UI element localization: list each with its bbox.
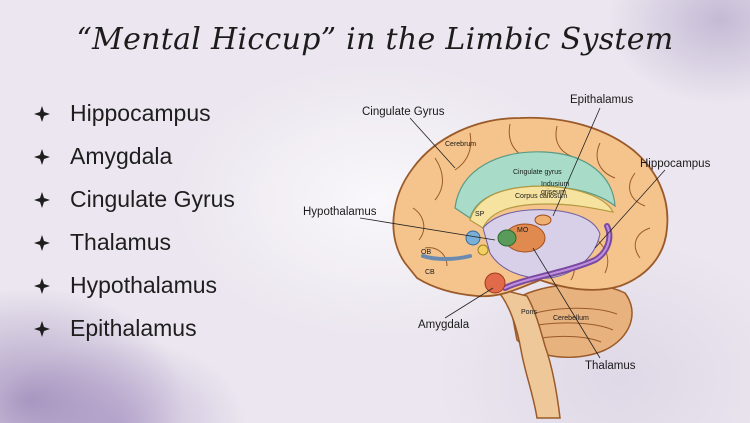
sp-label: SP <box>475 211 485 218</box>
callout-hypothalamus: Hypothalamus <box>303 206 377 218</box>
epithalamus-shape <box>534 214 552 226</box>
callout-cingulate-gyrus: Cingulate Gyrus <box>362 106 445 118</box>
bullet-text: Hypothalamus <box>70 272 218 298</box>
corpus-callosum-shape <box>469 185 615 229</box>
bullet-text: Cingulate Gyrus <box>70 186 235 212</box>
indusium-label-line2: griseum <box>541 189 566 196</box>
bullet-item: Cingulate Gyrus <box>34 178 235 221</box>
callout-epithalamus: Epithalamus <box>570 94 634 106</box>
diamond-bullet-icon <box>34 234 50 251</box>
indusium-label-line1: Indusium <box>541 181 570 188</box>
bullet-item: Amygdala <box>34 135 235 178</box>
olfactory-bulb-shape <box>421 254 472 261</box>
bullet-item: Hypothalamus <box>34 264 235 307</box>
brain-illustration: Cerebrum Cingulate gyrus Corpus callosum… <box>359 107 669 419</box>
bullet-list: Hippocampus Amygdala Cingulate Gyrus Tha… <box>34 92 235 350</box>
ob-label: OB <box>421 249 431 256</box>
bullet-item: Epithalamus <box>34 307 235 350</box>
mammillary-shape <box>497 229 517 247</box>
cerebrum-shape <box>392 116 669 298</box>
cingulate-gyrus-inner-label: Cingulate gyrus <box>513 169 562 176</box>
diamond-bullet-icon <box>34 320 50 337</box>
limbic-system-diagram: Cerebrum Cingulate gyrus Corpus callosum… <box>295 88 735 423</box>
cerebellum-inner-label: Cerebellum <box>553 315 589 322</box>
pons-label: Pons <box>521 309 537 316</box>
callout-hippocampus: Hippocampus <box>640 158 711 170</box>
bullet-item: Hippocampus <box>34 92 235 135</box>
slide-title: “Mental Hiccup” in the Limbic System <box>76 22 674 57</box>
diamond-bullet-icon <box>34 277 50 294</box>
mo-label: MO <box>517 227 529 234</box>
bullet-text: Amygdala <box>70 143 173 169</box>
brainstem-shape <box>492 286 561 419</box>
diamond-bullet-icon <box>34 191 50 208</box>
amygdala-shape <box>484 272 506 294</box>
diamond-bullet-icon <box>34 148 50 165</box>
bullet-text: Epithalamus <box>70 315 197 341</box>
bullet-text: Hippocampus <box>70 100 211 126</box>
bullet-item: Thalamus <box>34 221 235 264</box>
bullet-text: Thalamus <box>70 229 171 255</box>
callout-amygdala: Amygdala <box>418 319 470 331</box>
cb-label: CB <box>425 269 435 276</box>
diamond-bullet-icon <box>34 105 50 122</box>
cerebrum-label: Cerebrum <box>445 141 476 148</box>
callout-thalamus: Thalamus <box>585 360 636 372</box>
corpus-callosum-inner-label: Corpus callosum <box>515 193 567 200</box>
